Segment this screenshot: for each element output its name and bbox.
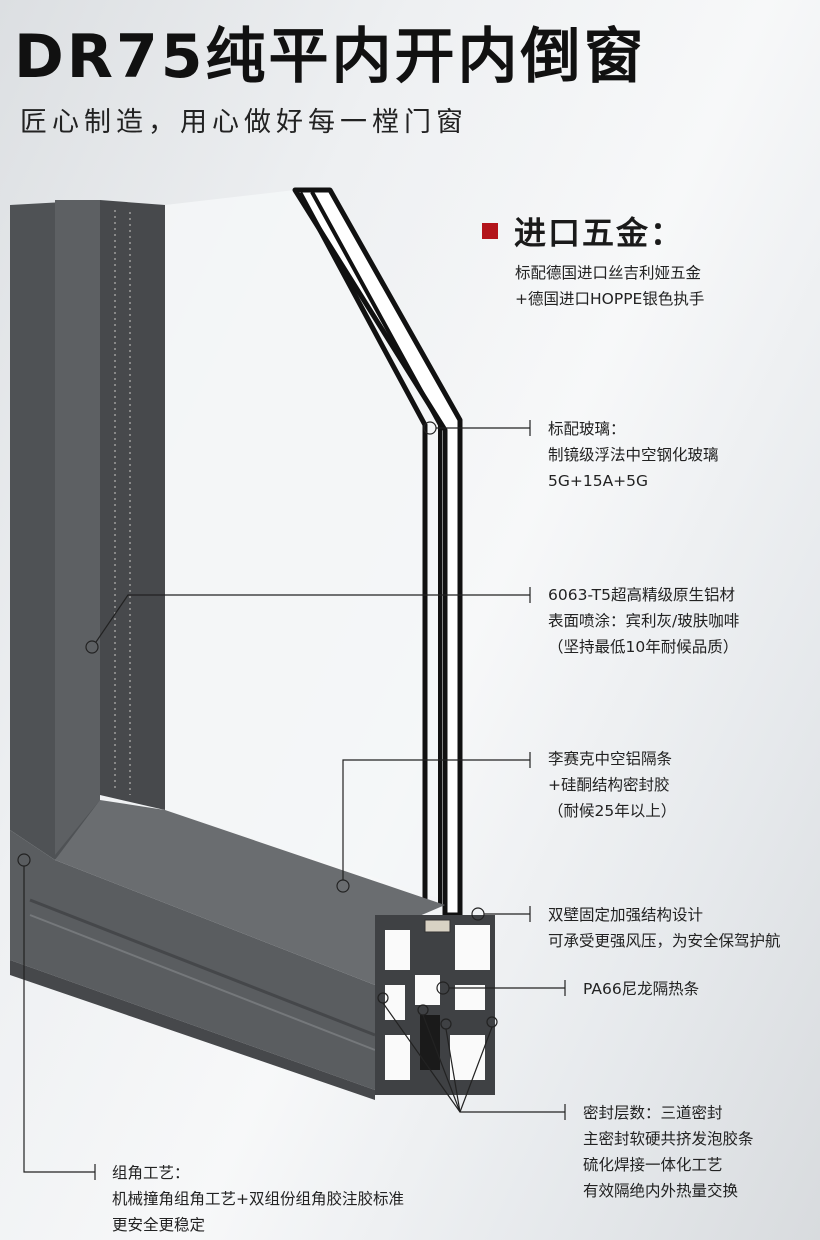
glass-line: 5G+15A+5G [548,472,649,490]
frame-bottom-face [10,830,375,1090]
spacer-line: （耐候25年以上） [548,802,677,820]
frame-left-face [55,200,100,855]
thermal-break-strip [420,1015,440,1070]
frame-bottom-top [55,800,445,985]
seal-line: 有效隔绝内外热量交换 [583,1182,739,1200]
corner-line: 组角工艺： [112,1164,190,1182]
seal-callout: 密封层数：三道密封 主密封软硬共挤发泡胶条 硫化焊接一体化工艺 有效隔绝内外热量… [583,1100,754,1204]
hardware-title: 进口五金： [514,214,685,252]
wall-callout: 双壁固定加强结构设计 可承受更强风压，为安全保驾护航 [548,902,781,954]
glass-line: 制镜级浮法中空钢化玻璃 [548,446,719,464]
wall-line: 可承受更强风压，为安全保驾护航 [548,932,781,950]
frame-bottom-lower [10,960,375,1100]
frame-sash-strip [100,200,165,810]
spacer-bar [424,919,451,933]
corner-line: 更安全更稳定 [112,1216,206,1234]
spacer-line: +硅酮结构密封胶 [548,776,670,794]
profile-callout: 6063-T5超高精级原生铝材 表面喷涂：宾利灰/玻肤咖啡 （坚持最低10年耐候… [548,582,739,660]
seal-line: 硫化焊接一体化工艺 [583,1156,723,1174]
pa66-callout: PA66尼龙隔热条 [583,976,699,1002]
seal-line: 密封层数：三道密封 [583,1104,723,1122]
page-title: DR75纯平内开内倒窗 [14,22,647,92]
spacer-line: 李赛克中空铝隔条 [548,750,673,768]
pa66-line: PA66尼龙隔热条 [583,980,700,998]
profile-line: 6063-T5超高精级原生铝材 [548,586,735,604]
hardware-line: 标配德国进口丝吉利娅五金 [515,264,702,282]
glass-callout: 标配玻璃： 制镜级浮法中空钢化玻璃 5G+15A+5G [548,416,719,494]
corner-line: 机械撞角组角工艺+双组份组角胶注胶标准 [112,1190,404,1208]
glass-edge-inner [310,191,442,905]
red-square-marker [482,223,498,239]
page-subtitle: 匠心制造，用心做好每一樘门窗 [20,107,468,138]
hardware-heading: 进口五金： [482,208,684,254]
profile-line: 表面喷涂：宾利灰/玻肤咖啡 [548,612,740,630]
hardware-line: +德国进口HOPPE银色执手 [515,290,705,308]
wall-line: 双壁固定加强结构设计 [548,906,704,924]
glass-pane [165,190,445,900]
corner-callout: 组角工艺： 机械撞角组角工艺+双组份组角胶注胶标准 更安全更稳定 [112,1160,404,1238]
seal-line: 主密封软硬共挤发泡胶条 [583,1130,754,1148]
glass-line: 标配玻璃： [548,420,626,438]
hardware-desc: 标配德国进口丝吉利娅五金 +德国进口HOPPE银色执手 [515,260,704,312]
spacer-callout: 李赛克中空铝隔条 +硅酮结构密封胶 （耐候25年以上） [548,746,676,824]
profile-line: （坚持最低10年耐候品质） [548,638,739,656]
